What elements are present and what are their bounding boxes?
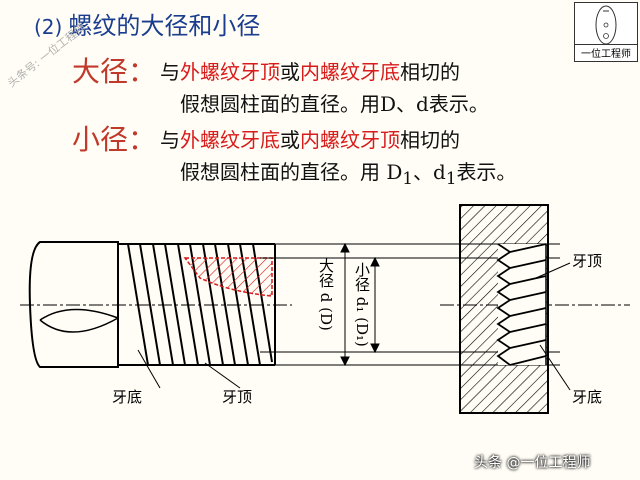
minor-diameter-dimension: 小径 d₁ (D₁)	[353, 262, 371, 347]
page-title: (2)螺纹的大径和小径	[34, 6, 260, 41]
major-definition-line1: 与外螺纹牙顶或内螺纹牙底相切的	[160, 60, 460, 84]
logo-caption: 一位工程师	[575, 44, 637, 60]
minor-definition-line2: 假想圆柱面的直径。用 D1、d1表示。	[180, 160, 517, 188]
section-title: 螺纹的大径和小径	[68, 12, 261, 40]
int-crest-label: 牙顶	[572, 252, 603, 270]
footer-attribution: 头条 @一位工程师	[474, 455, 591, 471]
ext-crest-label: 牙顶	[222, 388, 253, 406]
ext-root-label: 牙底	[112, 388, 143, 406]
highlight-int-root: 内螺纹牙底	[300, 60, 400, 84]
major-diameter-term: 大径：	[72, 55, 157, 88]
external-thread	[28, 241, 276, 368]
highlight-ext-crest: 外螺纹牙顶	[180, 60, 280, 84]
int-root-label: 牙底	[572, 388, 603, 406]
minor-definition-line1: 与外螺纹牙底或内螺纹牙顶相切的	[160, 128, 460, 152]
internal-thread	[459, 204, 549, 414]
highlight-int-crest: 内螺纹牙顶	[300, 128, 400, 152]
section-number: (2)	[34, 15, 63, 39]
major-definition-line2: 假想圆柱面的直径。用D、d表示。	[180, 92, 489, 116]
minor-diameter-term: 小径：	[72, 123, 157, 156]
leader-lines	[137, 262, 571, 391]
major-diameter-dimension: 大径 d (D)	[317, 258, 335, 331]
highlight-ext-root: 外螺纹牙底	[180, 128, 280, 152]
brand-logo: 一位工程师	[574, 2, 638, 62]
